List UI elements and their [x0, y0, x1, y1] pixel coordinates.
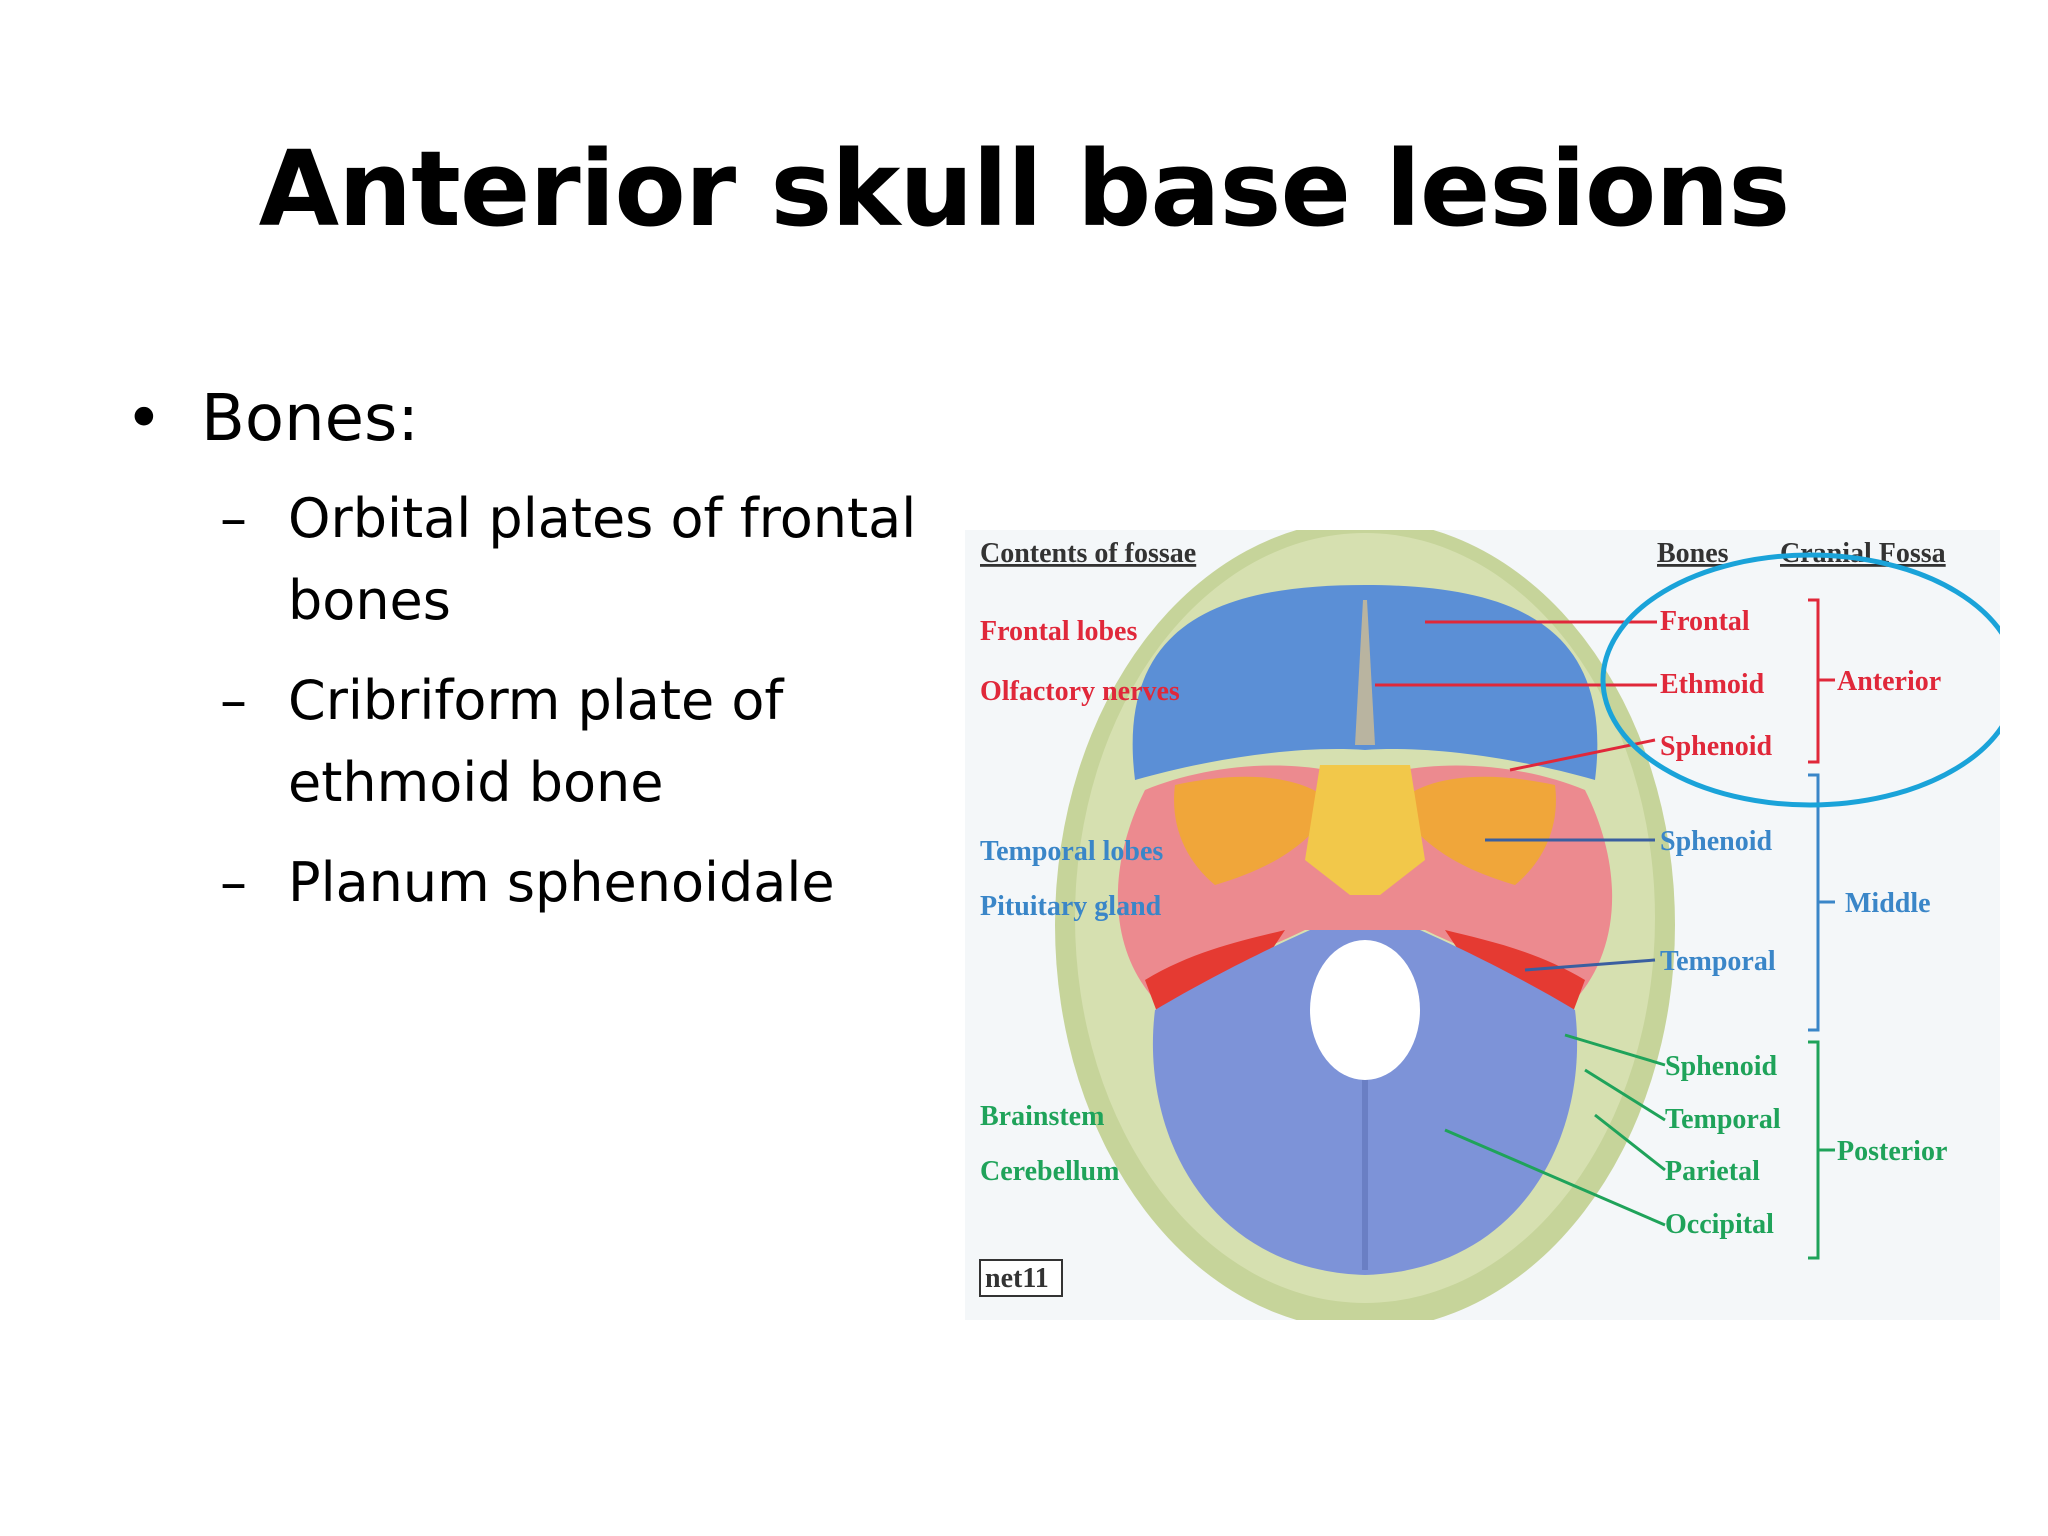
sub-bullet-text: Orbital plates of frontal bones	[288, 487, 917, 632]
crista-galli	[1355, 600, 1375, 745]
bullet-dot: •	[125, 382, 163, 456]
dash-mark: –	[220, 669, 247, 732]
bullet-list: • Bones: – Orbital plates of frontal bon…	[125, 380, 975, 942]
figure-tag-box	[979, 1259, 1063, 1297]
content-label: Frontal lobes	[980, 616, 1137, 647]
content-label: Temporal lobes	[980, 836, 1163, 867]
dash-mark: –	[220, 851, 247, 914]
content-label: Cerebellum	[980, 1156, 1119, 1187]
posterior-leader-lines	[1444, 1033, 1666, 1227]
bullet-bones: • Bones:	[125, 380, 975, 458]
sub-bullet-2: – Cribriform plate of ethmoid bone	[220, 660, 975, 824]
dash-mark: –	[220, 487, 247, 550]
bone-label: Sphenoid	[1665, 1051, 1777, 1082]
fossa-brackets	[1808, 598, 1835, 1260]
bone-label: Ethmoid	[1660, 669, 1765, 700]
middle-leader-lines	[1485, 838, 1656, 972]
bones-header: Bones	[1657, 538, 1729, 569]
lesser-wing-left	[1174, 776, 1335, 885]
content-label: Brainstem	[980, 1101, 1104, 1132]
figure-tag: net11	[985, 1263, 1049, 1294]
cranial-fossae-figure: Contents of fossae Bones Cranial Fossa F…	[965, 530, 2000, 1320]
fossa-label-middle: Middle	[1845, 888, 1931, 919]
sub-bullet-1: – Orbital plates of frontal bones	[220, 478, 975, 642]
content-label: Pituitary gland	[980, 891, 1162, 922]
bone-label: Frontal	[1660, 606, 1750, 637]
highlight-circle	[1600, 552, 2000, 808]
bone-label: Occipital	[1665, 1209, 1774, 1240]
skull-base-diagram: Contents of fossae Bones Cranial Fossa F…	[965, 530, 2000, 1320]
lesser-wing-right	[1395, 776, 1556, 885]
bracket-anterior	[1808, 598, 1835, 764]
bone-label: Temporal	[1665, 1104, 1781, 1135]
content-label: Olfactory nerves	[980, 676, 1180, 707]
bracket-posterior	[1808, 1040, 1835, 1260]
bone-label: Parietal	[1665, 1156, 1760, 1187]
bone-label: Sphenoid	[1660, 826, 1772, 857]
bone-label: Sphenoid	[1660, 731, 1772, 762]
bone-label: Temporal	[1660, 946, 1776, 977]
sella-turcica	[1305, 765, 1425, 895]
contents-header: Contents of fossae	[980, 538, 1196, 569]
bullet-text: Bones:	[201, 382, 419, 456]
fossa-label-posterior: Posterior	[1837, 1136, 1947, 1167]
bracket-middle	[1808, 773, 1835, 1032]
sub-bullet-text: Planum sphenoidale	[288, 851, 835, 914]
fossa-label-anterior: Anterior	[1837, 666, 1941, 697]
slide-title: Anterior skull base lesions	[258, 128, 1791, 250]
sub-bullet-text: Cribriform plate of ethmoid bone	[288, 669, 784, 814]
sub-bullet-3: – Planum sphenoidale	[220, 842, 975, 924]
foramen-magnum	[1310, 940, 1420, 1080]
